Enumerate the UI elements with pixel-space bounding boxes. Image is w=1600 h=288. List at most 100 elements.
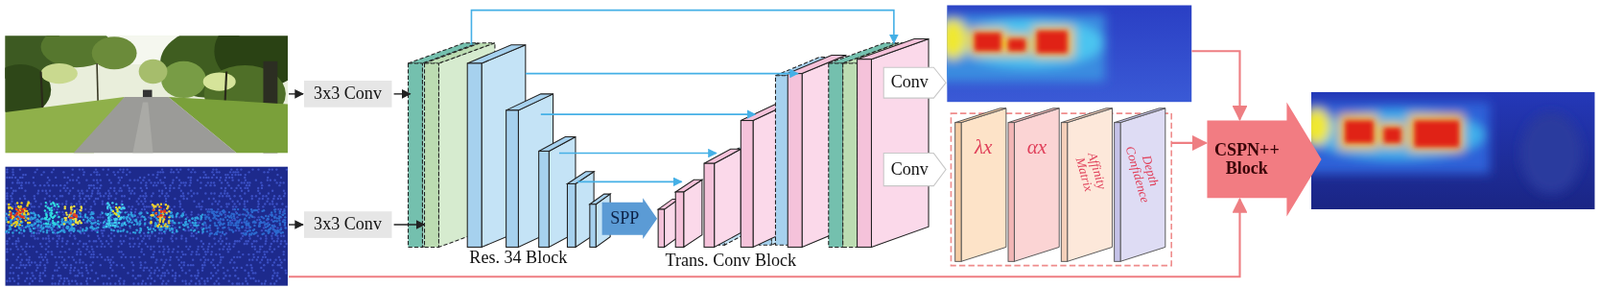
depth-point [62, 226, 65, 229]
depth-point [125, 167, 128, 170]
depth-point [140, 211, 142, 214]
depth-point [235, 205, 237, 208]
depth-point [155, 205, 158, 208]
depth-point [23, 197, 26, 200]
depth-point [205, 184, 208, 187]
depth-point [88, 187, 91, 189]
depth-point [11, 235, 14, 237]
depth-point [268, 202, 271, 205]
depth-point [148, 235, 151, 237]
depth-point [42, 226, 45, 229]
depth-point [95, 173, 98, 176]
depth-point [61, 256, 64, 259]
depth-point [89, 212, 92, 215]
depth-point [276, 226, 279, 229]
depth-point [245, 184, 248, 187]
depth-point [186, 197, 189, 200]
depth-point [124, 256, 127, 259]
depth-point [221, 226, 224, 229]
depth-point [18, 187, 21, 189]
depth-point [162, 271, 165, 274]
depth-point [240, 181, 243, 184]
depth-point [228, 274, 231, 277]
depth-point [88, 197, 91, 200]
depth-point [204, 258, 207, 260]
depth-point [143, 200, 146, 203]
depth-point [79, 282, 82, 284]
depth-point [246, 282, 249, 284]
depth-point [198, 282, 201, 284]
depth-point [65, 200, 68, 203]
depth-point [10, 176, 13, 179]
depth-point [25, 258, 28, 260]
depth-point [75, 202, 78, 205]
depth-point [101, 211, 104, 214]
depth-point [182, 197, 185, 200]
depth-point [21, 176, 24, 179]
depth-point [13, 229, 16, 232]
depth-point [96, 191, 99, 194]
depth-point [125, 230, 128, 233]
depth-point [140, 235, 142, 237]
depth-point [79, 226, 82, 229]
depth-point [79, 253, 82, 256]
depth-point [28, 221, 31, 224]
depth-point [21, 187, 24, 189]
depth-point [46, 181, 48, 184]
depth-point [123, 221, 126, 224]
depth-point [181, 208, 184, 211]
depth-point [76, 242, 79, 245]
depth-point [257, 189, 259, 192]
depth-point [137, 274, 140, 277]
depth-point [90, 184, 93, 187]
depth-point [111, 269, 114, 272]
depth-point [47, 250, 49, 253]
depth-point [242, 181, 245, 184]
depth-point [164, 197, 167, 200]
depth-point [103, 274, 106, 277]
depth-point [40, 221, 43, 224]
depth-point [251, 211, 254, 213]
depth-point [70, 202, 72, 205]
depth-point [99, 184, 102, 187]
depth-point [164, 282, 167, 284]
depth-point [248, 181, 251, 184]
depth-point [175, 256, 178, 259]
depth-point [263, 282, 266, 284]
depth-point [137, 202, 140, 205]
depth-point [201, 222, 204, 225]
depth-point [271, 263, 274, 266]
depth-point [22, 210, 24, 212]
depth-point [34, 222, 37, 225]
depth-point [273, 271, 276, 274]
depth-point [201, 263, 204, 266]
depth-point [51, 236, 54, 239]
depth-point [243, 187, 246, 189]
depth-point [284, 226, 287, 229]
depth-point [277, 208, 280, 211]
depth-point [177, 245, 180, 248]
depth-point [228, 280, 231, 283]
depth-point [9, 227, 12, 230]
depth-point [129, 191, 132, 194]
depth-point [236, 200, 239, 203]
depth-point [98, 253, 101, 256]
depth-point [76, 229, 79, 232]
depth-point [102, 282, 105, 284]
depth-point [136, 222, 139, 225]
depth-point [168, 258, 171, 260]
depth-point [243, 176, 246, 179]
depth-point [11, 191, 14, 194]
depth-point [181, 250, 184, 253]
depth-point [223, 189, 226, 192]
depth-point [171, 178, 174, 181]
depth-point [101, 200, 104, 203]
depth-point [197, 202, 200, 205]
depth-point [117, 229, 119, 232]
depth-point [213, 242, 216, 245]
depth-point [118, 178, 121, 181]
depth-point [158, 232, 161, 235]
depth-point [150, 256, 153, 259]
depth-point [9, 219, 12, 222]
depth-point [191, 263, 194, 266]
